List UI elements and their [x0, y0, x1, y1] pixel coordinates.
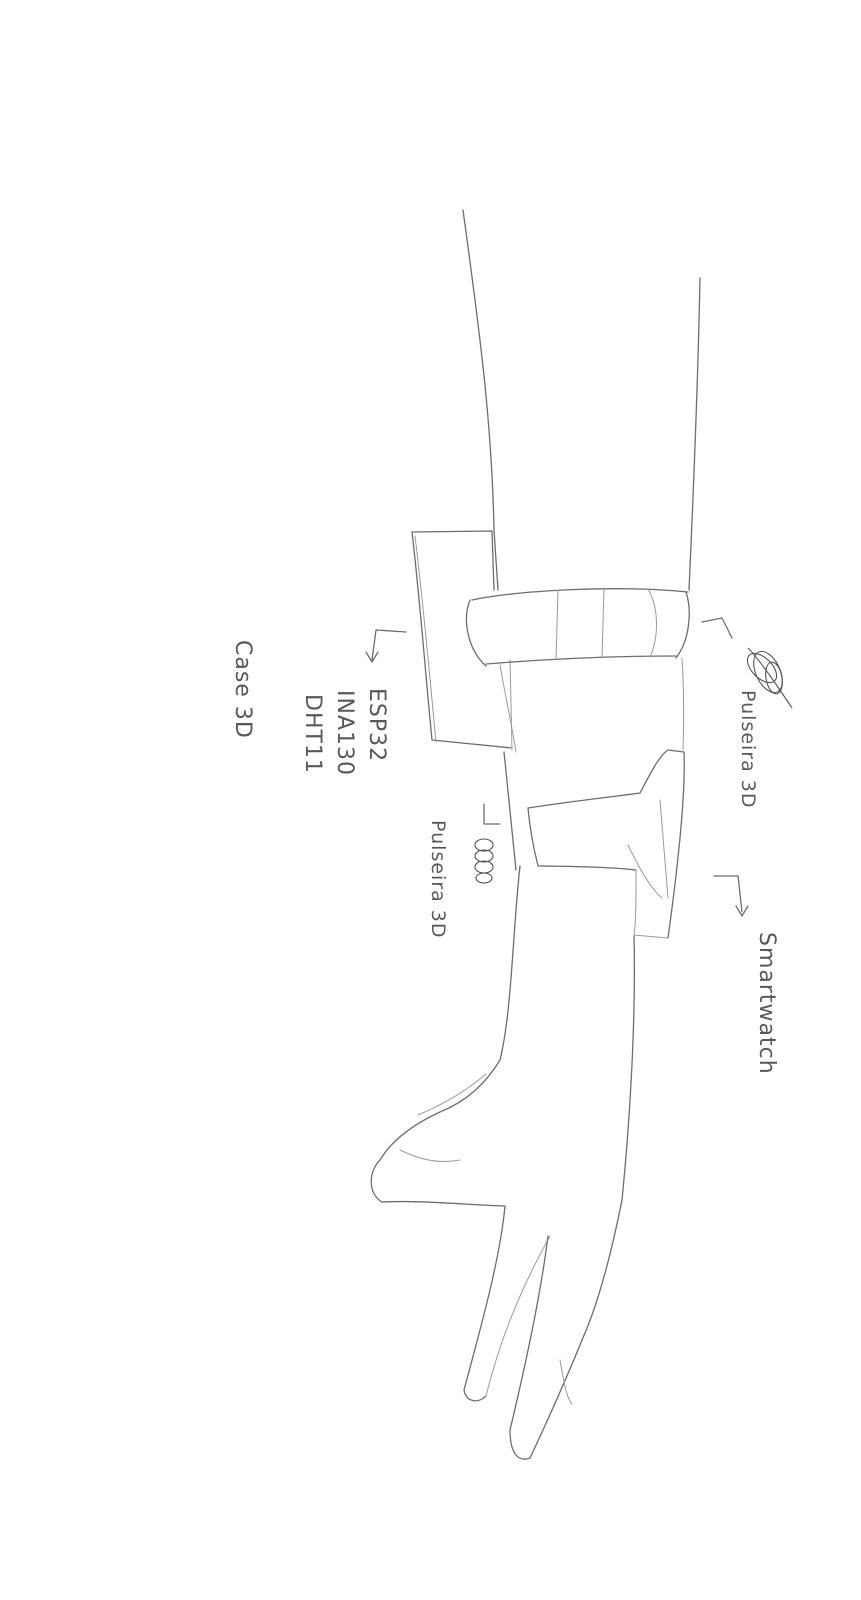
arm-outline — [463, 210, 700, 752]
label-case-3d: Case 3D — [230, 640, 255, 739]
label-smartwatch: Smartwatch — [754, 932, 779, 1075]
case-3d-box — [412, 531, 512, 750]
hand-outline — [371, 866, 634, 1459]
arrow-bracelet-bottom — [484, 804, 500, 824]
bracelet-upper — [467, 588, 690, 666]
label-bracelet-top-word: Pulseira 3D — [737, 690, 759, 809]
arrow-case — [372, 630, 406, 660]
label-ina130: INA130 — [332, 690, 357, 776]
label-bracelet-bottom: Pulseira 3D — [427, 820, 449, 939]
arrow-smartwatch — [714, 876, 742, 912]
arrow-bracelet-top — [702, 618, 732, 638]
leader-arrows — [366, 618, 748, 916]
wrist-area — [504, 750, 684, 938]
label-dht11: DHT11 — [300, 694, 325, 774]
label-esp32: ESP32 — [364, 688, 389, 762]
